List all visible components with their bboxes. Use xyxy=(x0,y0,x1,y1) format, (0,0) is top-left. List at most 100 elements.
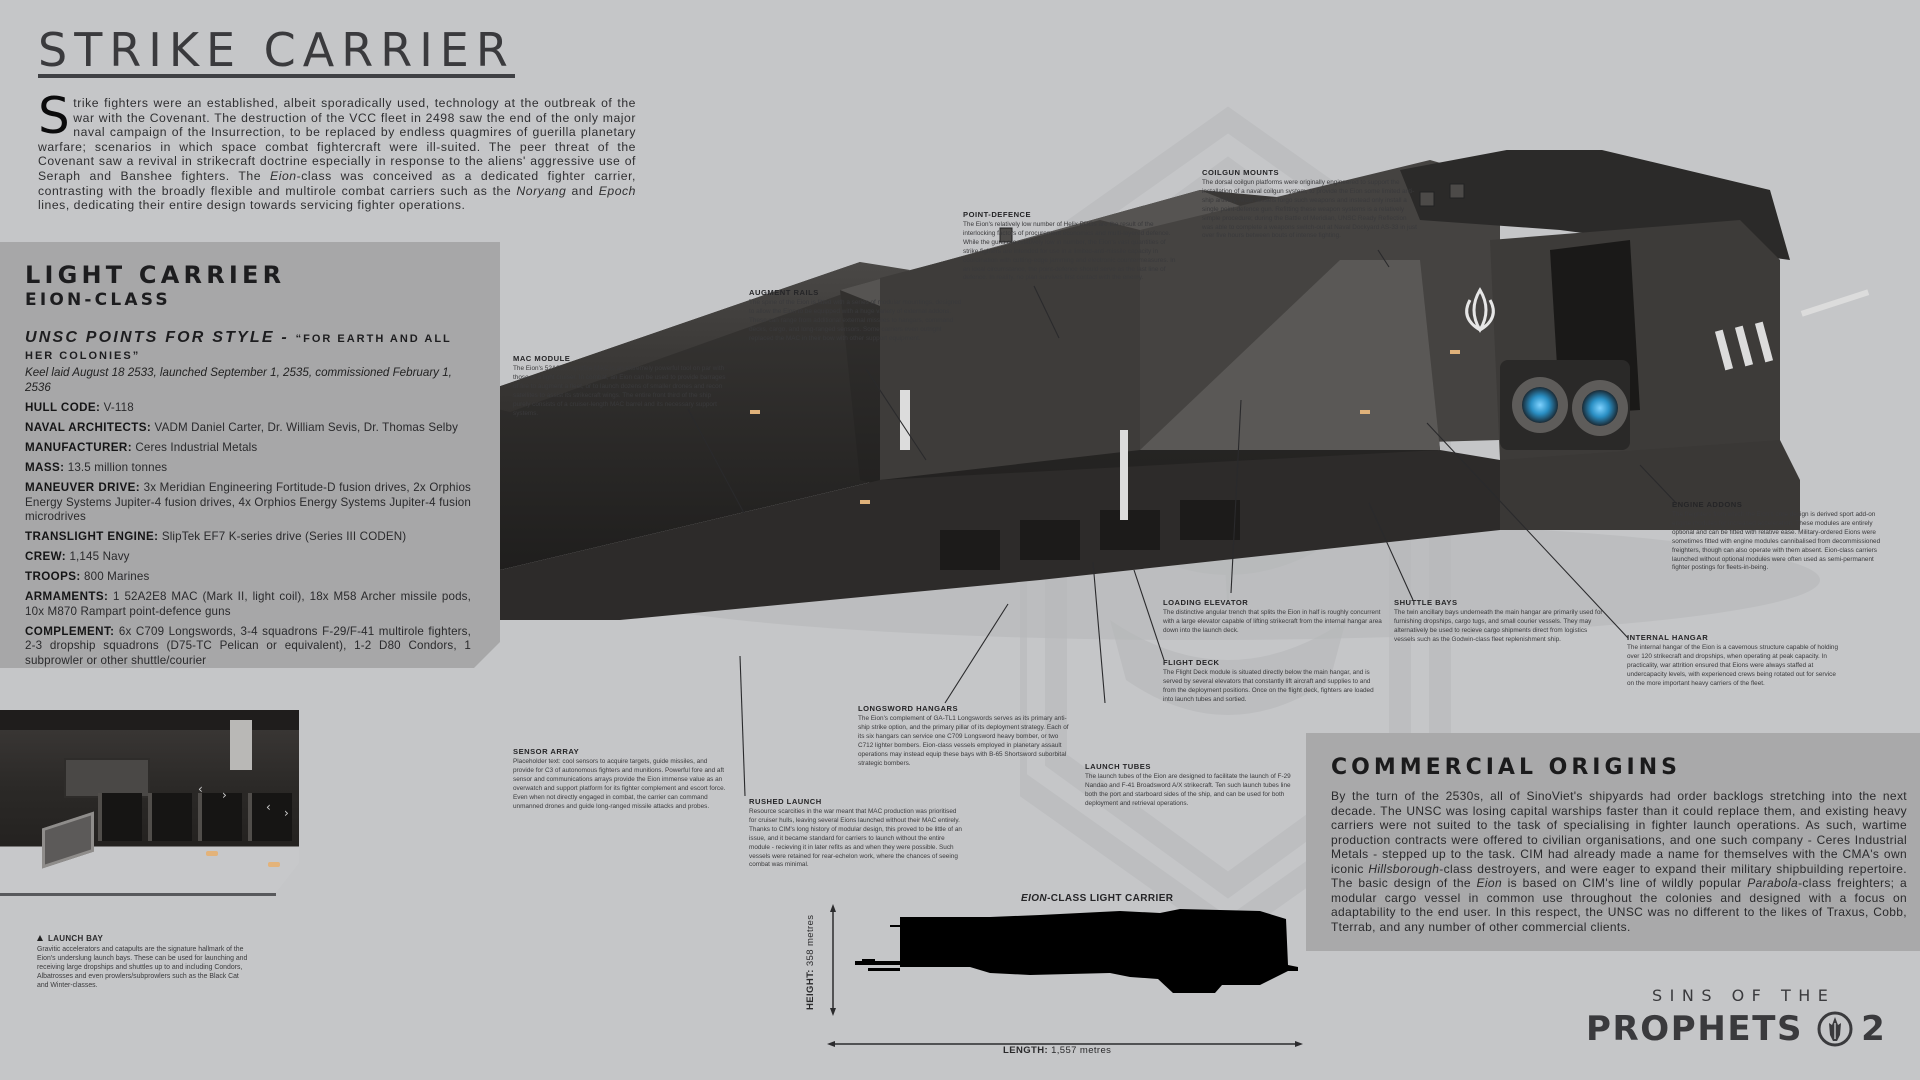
callout-body: The launch tubes of the Eion are designe… xyxy=(1085,773,1291,807)
callout-point-defence: POINT-DEFENCE The Eion's relatively low … xyxy=(963,210,1178,283)
spec-subheading: EION-CLASS xyxy=(25,290,171,310)
intro-text: trike fighters were an established, albe… xyxy=(38,96,636,183)
spec-heading: LIGHT CARRIER xyxy=(25,261,286,289)
spec-key: COMPLEMENT: xyxy=(25,624,115,638)
spec-key: HULL CODE: xyxy=(25,401,101,415)
callout-rushed-launch: RUSHED LAUNCH Resource scarcities in the… xyxy=(749,797,964,870)
spec-value: 800 Marines xyxy=(80,570,150,584)
launch-bay-heading: LAUNCH BAY xyxy=(37,934,249,943)
spec-value: 6x C709 Longswords, 3-4 squadrons F-29/F… xyxy=(25,624,471,668)
brand-number: 2 xyxy=(1861,1009,1885,1049)
chevron-left-icon: ‹ xyxy=(198,782,203,796)
intro-text: -class was conceived as a dedicated figh… xyxy=(38,168,636,198)
origins-italic: Hillsborough xyxy=(1368,861,1440,876)
callout-body: The twin ancillary bays underneath the m… xyxy=(1394,609,1603,643)
inset-bay-door xyxy=(42,811,94,869)
length-dimension-arrow xyxy=(827,1041,1303,1047)
callout-internal-hangar: INTERNAL HANGAR The internal hangar of t… xyxy=(1627,633,1842,689)
spec-panel: LIGHT CARRIER EION-CLASS UNSC POINTS FOR… xyxy=(0,242,500,668)
callout-heading: FLIGHT DECK xyxy=(1163,658,1220,667)
spec-value: VADM Daniel Carter, Dr. William Sevis, D… xyxy=(151,421,459,435)
spec-value: SlipTek EF7 K-series drive (Series III C… xyxy=(158,530,407,544)
height-dimension-arrow xyxy=(830,904,836,1016)
spec-key: ARMAMENTS: xyxy=(25,590,109,604)
spec-key: MASS: xyxy=(25,461,65,475)
inset-bay xyxy=(98,793,142,841)
callout-shuttle-bays: SHUTTLE BAYS The twin ancillary bays und… xyxy=(1394,598,1609,645)
triangle-up-icon xyxy=(37,935,43,941)
height-label: HEIGHT: 358 metres xyxy=(805,915,816,1010)
spec-motto: UNSC POINTS FOR STYLE - “FOR EARTH AND A… xyxy=(25,330,471,364)
callout-heading: ENGINE ADDONS xyxy=(1672,500,1743,509)
spec-key: TRANSLIGHT ENGINE: xyxy=(25,530,159,544)
inset-bay xyxy=(148,793,192,841)
callout-body: Resource scarcities in the war meant tha… xyxy=(749,808,962,869)
spec-key: CREW: xyxy=(25,550,67,564)
callout-launch-bay: LAUNCH BAY Gravitic accelerators and cat… xyxy=(37,934,249,990)
inset-light-panel xyxy=(230,720,252,770)
silhouette-title-rest: -CLASS LIGHT CARRIER xyxy=(1047,893,1174,904)
spec-value: 1,145 Navy xyxy=(66,550,130,564)
brand-logo: SINS OF THE PROPHETS 2 xyxy=(1586,986,1906,1047)
intro-text: and xyxy=(566,183,599,198)
callout-body: Placeholder text: cool sensors to acquir… xyxy=(513,758,726,810)
spec-row-maneuver-drive: MANEUVER DRIVE: 3x Meridian Engineering … xyxy=(25,481,471,525)
callout-body: The internal hangar of the Eion is a cav… xyxy=(1627,644,1839,687)
spec-key: NAVAL ARCHITECTS: xyxy=(25,421,152,435)
callout-heading: INTERNAL HANGAR xyxy=(1627,633,1709,642)
spec-row-armaments: ARMAMENTS: 1 52A2E8 MAC (Mark II, light … xyxy=(25,590,471,619)
page-title: STRIKE CARRIER xyxy=(38,23,515,79)
intro-dropcap: S xyxy=(38,87,71,145)
origins-italic: Parabola xyxy=(1747,876,1799,890)
spec-key: MANEUVER DRIVE: xyxy=(25,481,141,495)
spec-key: TROOPS: xyxy=(25,570,81,584)
length-key: LENGTH: xyxy=(1003,1045,1049,1056)
callout-body: The Flight Deck module is situated direc… xyxy=(1163,669,1374,703)
callout-heading: SENSOR ARRAY xyxy=(513,747,580,756)
chevron-left-icon: ‹ xyxy=(266,800,271,814)
intro-italic: Epoch xyxy=(598,183,636,198)
spec-row-naval-architects: NAVAL ARCHITECTS: VADM Daniel Carter, Dr… xyxy=(25,421,471,436)
callout-body: The spine of the Eion is fitted with a s… xyxy=(749,299,962,342)
callout-augment-rails: AUGMENT RAILS The spine of the Eion is f… xyxy=(749,288,964,344)
callout-heading: LONGSWORD HANGARS xyxy=(858,704,959,713)
origins-heading: COMMERCIAL ORIGINS xyxy=(1331,755,1681,780)
launch-bay-inset-image: ‹ › ‹ › xyxy=(0,710,299,895)
callout-heading: RUSHED LAUNCH xyxy=(749,797,822,806)
ship-silhouette-image xyxy=(855,909,1298,993)
inset-hull-top xyxy=(0,710,299,730)
height-key: HEIGHT: xyxy=(805,969,816,1010)
callout-heading: POINT-DEFENCE xyxy=(963,210,1032,219)
chevron-right-icon: › xyxy=(284,806,289,820)
callout-heading: AUGMENT RAILS xyxy=(749,288,819,297)
spec-row-translight-engine: TRANSLIGHT ENGINE: SlipTek EF7 K-series … xyxy=(25,530,471,545)
spec-key: MANUFACTURER: xyxy=(25,441,132,455)
intro-italic: Noryang xyxy=(516,183,567,198)
callout-flight-deck: FLIGHT DECK The Flight Deck module is si… xyxy=(1163,658,1378,705)
callout-heading: MAC MODULE xyxy=(513,354,571,363)
callout-coilgun-mounts: COILGUN MOUNTS The dorsal coilgun platfo… xyxy=(1202,168,1417,241)
brand-word: PROPHETS xyxy=(1586,1009,1804,1049)
inset-light xyxy=(206,851,218,856)
callout-mac-module: MAC MODULE The Eion's 52A2E8 rapidfire M… xyxy=(513,354,728,418)
inset-pod xyxy=(64,758,150,798)
spec-value: Ceres Industrial Metals xyxy=(131,441,258,455)
callout-sensor-array: SENSOR ARRAY Placeholder text: cool sens… xyxy=(513,747,728,811)
brand-top-text: SINS OF THE xyxy=(1652,986,1836,1005)
callout-heading: LAUNCH TUBES xyxy=(1085,762,1151,771)
callout-body: The distinctive angular trench that spli… xyxy=(1163,609,1382,634)
launch-bay-heading-text: LAUNCH BAY xyxy=(48,934,104,943)
callout-engine-addons: ENGINE ADDONS The freighters from which … xyxy=(1672,500,1887,573)
covenant-emblem-icon xyxy=(1817,1011,1853,1047)
spec-value: 1 52A2E8 MAC (Mark II, light coil), 18x … xyxy=(25,590,471,618)
spec-row-hull-code: HULL CODE: V-118 xyxy=(25,401,471,416)
chevron-right-icon: › xyxy=(222,788,227,802)
origins-text: -class destroyers, and were eager to exp… xyxy=(1331,861,1907,891)
callout-heading: COILGUN MOUNTS xyxy=(1202,168,1280,177)
origins-italic: Eion xyxy=(1476,876,1502,890)
brand-main: PROPHETS 2 xyxy=(1586,1011,1906,1047)
inset-light xyxy=(268,862,280,867)
inset-underline xyxy=(0,893,276,896)
callout-launch-tubes: LAUNCH TUBES The launch tubes of the Eio… xyxy=(1085,762,1300,809)
